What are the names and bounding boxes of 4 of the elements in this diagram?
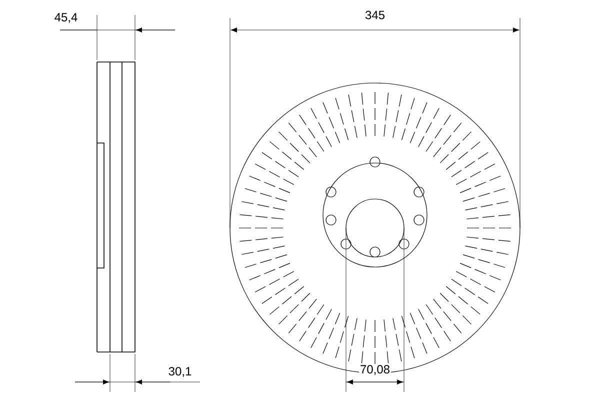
dimension-label: 70,08 — [359, 364, 392, 376]
dimension-label: 345 — [364, 10, 386, 20]
dimension-label: 30,1 — [167, 366, 193, 378]
dimension-label: 45,4 — [53, 12, 79, 24]
